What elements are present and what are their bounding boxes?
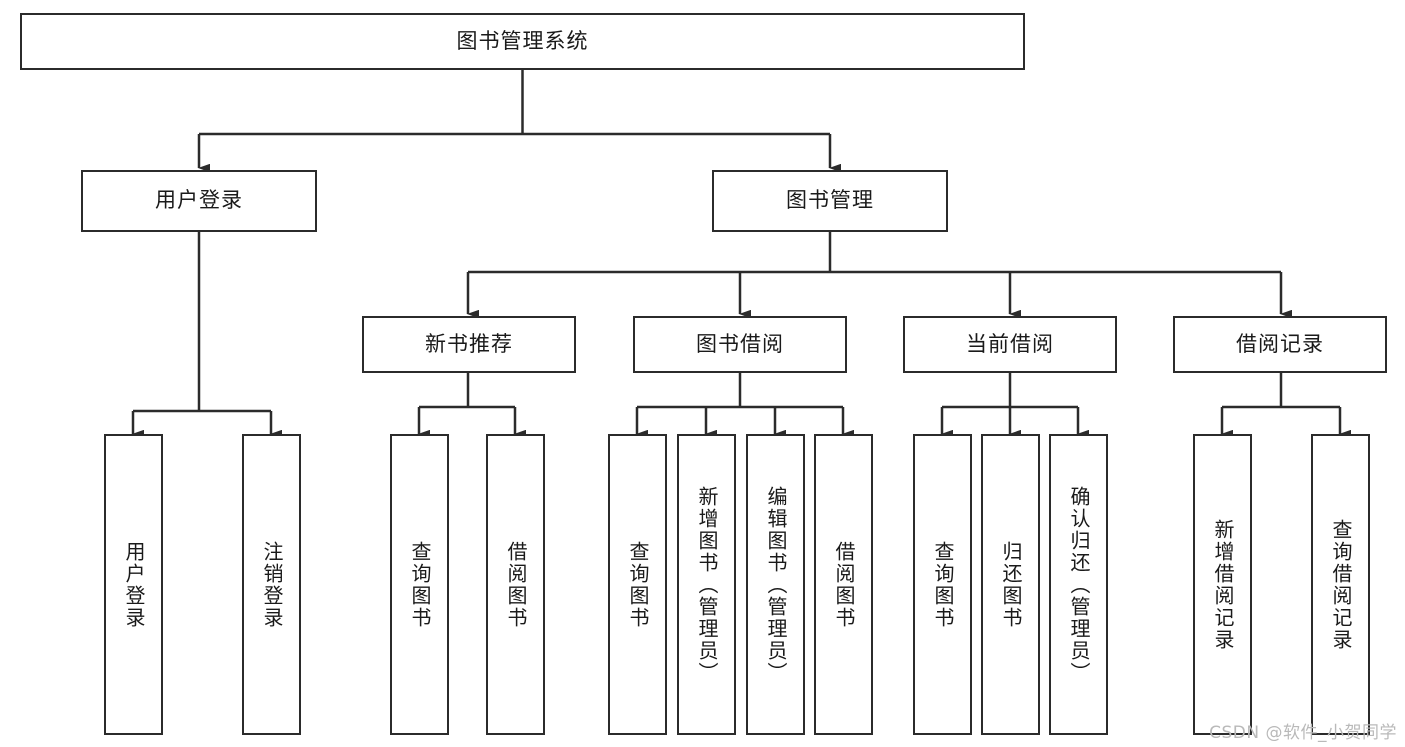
- watermark: CSDN @软件_小贺同学: [1209, 723, 1397, 743]
- leaf-query-borrow-record-label: 查询借阅记录: [1329, 518, 1353, 651]
- node-book-borrow[interactable]: 图书借阅: [633, 316, 847, 373]
- leaf-return-book-label: 归还图书: [999, 540, 1023, 629]
- leaf-query-borrow-record[interactable]: 查询借阅记录: [1311, 434, 1370, 735]
- node-book-borrow-label: 图书借阅: [696, 331, 784, 356]
- leaf-return-book[interactable]: 归还图书: [981, 434, 1040, 735]
- node-new-book-recommend-label: 新书推荐: [425, 331, 513, 356]
- leaf-query-book-current[interactable]: 查询图书: [913, 434, 972, 735]
- leaf-logout[interactable]: 注销登录: [242, 434, 301, 735]
- leaf-query-book-current-label: 查询图书: [931, 540, 955, 629]
- leaf-borrow-book-label: 借阅图书: [832, 540, 856, 629]
- leaf-edit-book-admin[interactable]: 编辑图书（管理员）: [746, 434, 805, 735]
- leaf-add-book-admin-label: 新增图书（管理员）: [695, 485, 719, 684]
- leaf-add-book-admin[interactable]: 新增图书（管理员）: [677, 434, 736, 735]
- node-book-management-label: 图书管理: [786, 188, 874, 213]
- leaf-confirm-return-admin[interactable]: 确认归还（管理员）: [1049, 434, 1108, 735]
- node-borrow-record-label: 借阅记录: [1236, 331, 1324, 356]
- leaf-query-book-borrow-label: 查询图书: [626, 540, 650, 629]
- leaf-query-book-borrow[interactable]: 查询图书: [608, 434, 667, 735]
- leaf-borrow-book[interactable]: 借阅图书: [814, 434, 873, 735]
- node-book-management[interactable]: 图书管理: [712, 170, 948, 232]
- node-user-login-label: 用户登录: [155, 188, 243, 213]
- leaf-borrow-book-recommend[interactable]: 借阅图书: [486, 434, 545, 735]
- node-root-label: 图书管理系统: [456, 28, 589, 53]
- leaf-query-book-recommend-label: 查询图书: [408, 540, 432, 629]
- leaf-add-borrow-record[interactable]: 新增借阅记录: [1193, 434, 1252, 735]
- leaf-borrow-book-recommend-label: 借阅图书: [504, 540, 528, 629]
- leaf-add-borrow-record-label: 新增借阅记录: [1211, 518, 1235, 651]
- leaf-user-login-label: 用户登录: [122, 540, 146, 629]
- node-new-book-recommend[interactable]: 新书推荐: [362, 316, 576, 373]
- node-borrow-record[interactable]: 借阅记录: [1173, 316, 1387, 373]
- leaf-confirm-return-admin-label: 确认归还（管理员）: [1067, 485, 1091, 684]
- leaf-user-login[interactable]: 用户登录: [104, 434, 163, 735]
- node-user-login[interactable]: 用户登录: [81, 170, 317, 232]
- node-root[interactable]: 图书管理系统: [20, 13, 1025, 70]
- node-current-borrow-label: 当前借阅: [966, 331, 1054, 356]
- node-current-borrow[interactable]: 当前借阅: [903, 316, 1117, 373]
- leaf-logout-label: 注销登录: [260, 540, 284, 629]
- leaf-query-book-recommend[interactable]: 查询图书: [390, 434, 449, 735]
- leaf-edit-book-admin-label: 编辑图书（管理员）: [764, 485, 788, 684]
